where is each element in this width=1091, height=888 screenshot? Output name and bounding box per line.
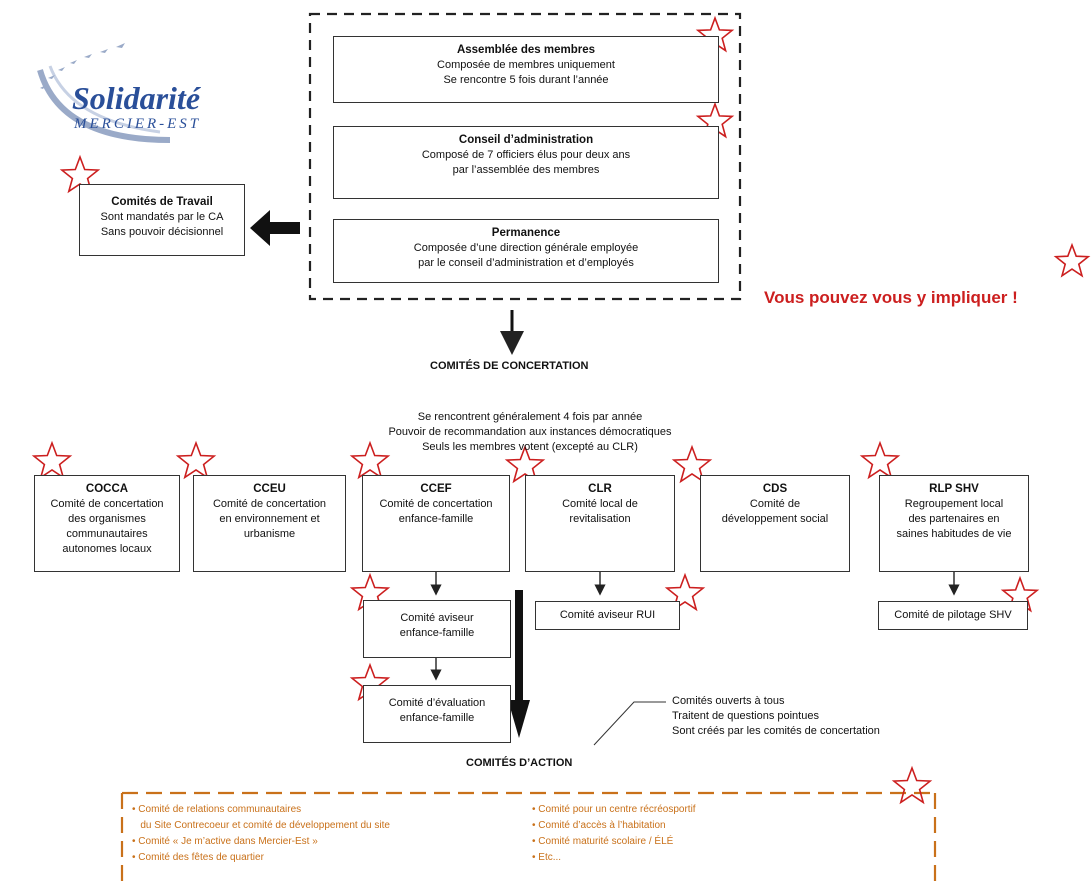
committee-line: Comité de concertation bbox=[212, 498, 327, 510]
committee-clr: CLR Comité local de revitalisation bbox=[525, 475, 675, 572]
action-item: • Comité de relations communautaires bbox=[132, 804, 302, 815]
star-icon bbox=[504, 444, 546, 484]
committee-title: CLR bbox=[588, 483, 612, 495]
committee-title: RLP SHV bbox=[929, 483, 979, 495]
action-note: Sont créés par les comités de concertati… bbox=[672, 725, 880, 737]
star-icon bbox=[891, 765, 933, 805]
committee-line: Comité de concertation bbox=[379, 498, 493, 510]
action-heading: COMITÉS D’ACTION bbox=[466, 757, 573, 769]
logo-subtitle: MERCIER-EST bbox=[74, 116, 202, 132]
action-list-left: • Comité de relations communautaires du … bbox=[132, 802, 390, 866]
committee-line: des partenaires en bbox=[908, 513, 1000, 525]
star-icon bbox=[349, 440, 391, 480]
committee-line: urbanisme bbox=[243, 528, 296, 540]
committee-line: Comité local de bbox=[562, 498, 638, 510]
star-icon bbox=[671, 444, 713, 484]
action-list-right: • Comité pour un centre récréosportif • … bbox=[532, 802, 696, 866]
committee-title: CCEU bbox=[253, 483, 286, 495]
committee-title: CDS bbox=[762, 483, 788, 495]
committee-cocca: COCCA Comité de concertation des organis… bbox=[34, 475, 180, 572]
concertation-note: Pouvoir de recommandation aux instances … bbox=[388, 426, 672, 438]
governance-box-assembly: Assemblée des membres Composée de membre… bbox=[333, 36, 719, 103]
logo-name: Solidarité bbox=[72, 80, 201, 116]
committee-title: CCEF bbox=[420, 483, 452, 495]
subcommittee-line: Comité d’évaluation bbox=[388, 697, 486, 709]
action-item: • Etc... bbox=[532, 852, 562, 863]
callout-text: Vous pouvez vous y impliquer ! bbox=[764, 288, 1018, 307]
subcommittee-line: Comité de pilotage SHV bbox=[894, 609, 1012, 621]
committee-cds: CDS Comité de développement social bbox=[700, 475, 850, 572]
governance-line: Composé de 7 officiers élus pour deux an… bbox=[421, 149, 631, 161]
committee-line: enfance-famille bbox=[398, 513, 474, 525]
work-committees-title: Comités de Travail bbox=[111, 196, 213, 208]
committee-line: en environnement et bbox=[219, 513, 320, 525]
subcommittee-clr-advisory: Comité aviseur RUI bbox=[535, 601, 680, 630]
committee-title: COCCA bbox=[85, 483, 129, 495]
star-icon bbox=[31, 440, 73, 480]
subcommittee-rlp-pilot: Comité de pilotage SHV bbox=[878, 601, 1028, 630]
action-item: • Comité maturité scolaire / ÉLÉ bbox=[532, 836, 674, 847]
committee-line: revitalisation bbox=[569, 513, 631, 525]
subcommittee-line: enfance-famille bbox=[399, 627, 475, 639]
subcommittee-line: Comité aviseur RUI bbox=[559, 609, 656, 621]
action-note: Traitent de questions pointues bbox=[672, 710, 819, 722]
committee-cceu: CCEU Comité de concertation en environne… bbox=[193, 475, 346, 572]
governance-box-board: Conseil d’administration Composé de 7 of… bbox=[333, 126, 719, 199]
concertation-note: Seuls les membres votent (excepté au CLR… bbox=[422, 441, 638, 453]
subcommittee-ccef-evaluation: Comité d’évaluation enfance-famille bbox=[363, 685, 511, 743]
work-committees-arrow bbox=[250, 210, 300, 246]
action-item: • Comité pour un centre récréosportif bbox=[532, 804, 696, 815]
governance-box-staff: Permanence Composée d’une direction géné… bbox=[333, 219, 719, 283]
committee-line: communautaires bbox=[66, 528, 148, 540]
governance-title: Permanence bbox=[491, 227, 561, 239]
concertation-note: Se rencontrent généralement 4 fois par a… bbox=[417, 411, 643, 423]
work-committees-line: Sont mandatés par le CA bbox=[100, 211, 224, 223]
governance-line: Composée de membres uniquement bbox=[437, 59, 615, 71]
action-frame bbox=[120, 791, 937, 888]
work-committees-box: Comités de Travail Sont mandatés par le … bbox=[79, 184, 245, 256]
governance-line: Composée d’une direction générale employ… bbox=[413, 242, 639, 254]
action-notes: Comités ouverts à tous Traitent de quest… bbox=[672, 694, 880, 739]
subcommittee-ccef-advisory: Comité aviseur enfance-famille bbox=[363, 600, 511, 658]
committee-line: Regroupement local bbox=[904, 498, 1004, 510]
committee-ccef: CCEF Comité de concertation enfance-fami… bbox=[362, 475, 510, 572]
star-icon bbox=[1053, 242, 1091, 278]
action-item: du Site Contrecoeur et comité de dévelop… bbox=[132, 820, 390, 831]
governance-title: Conseil d’administration bbox=[458, 134, 594, 146]
committee-line: autonomes locaux bbox=[62, 543, 152, 555]
committee-line: développement social bbox=[721, 513, 829, 525]
action-item: • Comité des fêtes de quartier bbox=[132, 852, 264, 863]
committee-line: Comité de concertation bbox=[50, 498, 164, 510]
committee-line: Comité de bbox=[749, 498, 801, 510]
governance-line: Se rencontre 5 fois durant l’année bbox=[443, 74, 609, 86]
action-item: • Comité « Je m’active dans Mercier-Est … bbox=[132, 836, 318, 847]
subcommittee-line: Comité aviseur bbox=[400, 612, 474, 624]
governance-line: par l’assemblée des membres bbox=[452, 164, 600, 176]
committee-rlp-shv: RLP SHV Regroupement local des partenair… bbox=[879, 475, 1029, 572]
star-icon bbox=[175, 440, 217, 480]
star-icon bbox=[664, 572, 706, 612]
action-note: Comités ouverts à tous bbox=[672, 695, 785, 707]
star-icon bbox=[859, 440, 901, 480]
governance-line: par le conseil d’administration et d’emp… bbox=[418, 257, 634, 269]
committee-line: saines habitudes de vie bbox=[896, 528, 1012, 540]
logo-graphic bbox=[37, 43, 171, 143]
subcommittee-line: enfance-famille bbox=[399, 712, 475, 724]
governance-title: Assemblée des membres bbox=[456, 44, 596, 56]
action-item: • Comité d’accès à l’habitation bbox=[532, 820, 666, 831]
concertation-notes: Se rencontrent généralement 4 fois par a… bbox=[330, 410, 730, 455]
birds-icon bbox=[40, 43, 125, 89]
work-committees-line: Sans pouvoir décisionnel bbox=[100, 226, 224, 238]
concertation-heading: COMITÉS DE CONCERTATION bbox=[430, 360, 589, 372]
committee-line: des organismes bbox=[68, 513, 146, 525]
